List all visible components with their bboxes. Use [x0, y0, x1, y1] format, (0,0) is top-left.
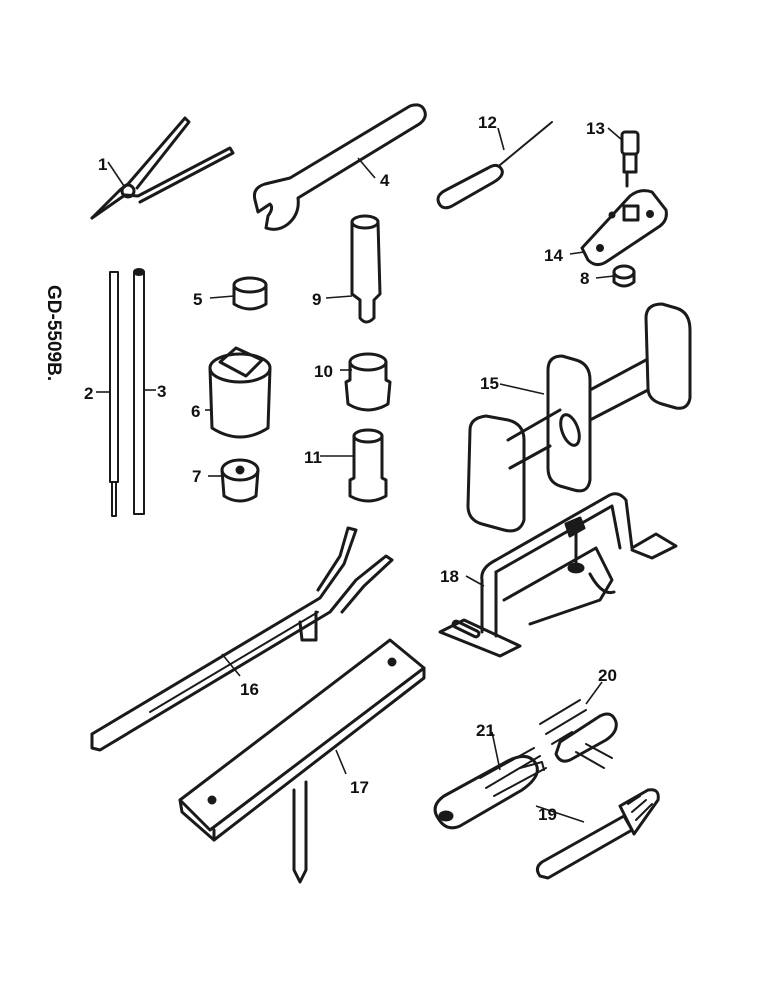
callout-4: 4: [380, 171, 390, 190]
callout-13: 13: [586, 119, 605, 138]
drift-9-drawing: [350, 214, 382, 324]
callout-16: 16: [240, 680, 259, 699]
bushing-7-drawing: [220, 458, 260, 503]
rod-3-drawing: [133, 268, 145, 515]
callout-1: 1: [98, 155, 107, 174]
brush-19-drawing: [535, 788, 660, 880]
bushing-6-drawing: [208, 346, 272, 439]
sleeve-11-drawing: [348, 428, 388, 503]
flange-tool-15-drawing: [466, 302, 692, 533]
callout-9: 9: [312, 290, 321, 309]
callout-7: 7: [192, 467, 201, 486]
callout-14: 14: [544, 246, 563, 265]
callout-10: 10: [314, 362, 333, 381]
callout-2: 2: [84, 384, 93, 403]
callout-3: 3: [157, 382, 166, 401]
pliers-drawing: [90, 116, 235, 220]
callout-15: 15: [480, 374, 499, 393]
open-end-wrench-drawing: [253, 103, 427, 231]
ring-5-drawing: [232, 276, 268, 311]
callout-6: 6: [191, 402, 200, 421]
callout-21: 21: [476, 721, 495, 740]
rod-2-drawing: [109, 271, 119, 517]
callout-17: 17: [350, 778, 369, 797]
mounting-plate-drawing: [580, 189, 668, 267]
callout-11: 11: [304, 448, 322, 467]
callout-19: 19: [538, 805, 557, 824]
t-bar-17-drawing: [178, 638, 426, 884]
callout-8: 8: [580, 269, 589, 288]
screwdriver-drawing: [436, 121, 553, 210]
bit-holder-20-drawing: [539, 699, 618, 769]
bit-driver-21-drawing: [433, 747, 547, 830]
bolt-drawing: [620, 130, 640, 188]
fork-lever-16-drawing: [90, 526, 394, 752]
nut-drawing: [612, 264, 636, 288]
callout-5: 5: [193, 290, 202, 309]
callout-20: 20: [598, 666, 617, 685]
callout-12: 12: [478, 113, 497, 132]
leader-lines: [96, 127, 623, 823]
callout-labels: 1 2 3 4 5 6 7 8 9 10 11 12 13 14 15 16 1…: [84, 113, 617, 824]
drawing-code: GD-5509B.: [43, 285, 64, 381]
drift-10-drawing: [344, 352, 392, 412]
clamp-18-drawing: [438, 492, 678, 658]
callout-18: 18: [440, 567, 459, 586]
